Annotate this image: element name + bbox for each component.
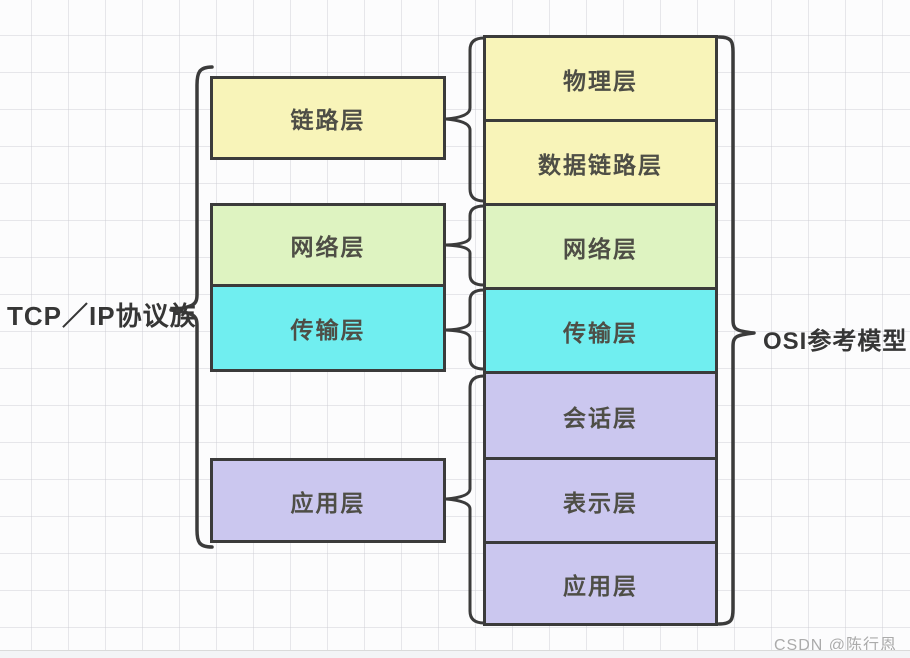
footer-strip [0,650,910,658]
osi-box-network-layer: 网络层 [486,203,715,287]
tcpip-box-link-layer: 链路层 [210,76,446,160]
osi-box-session-layer: 会话层 [486,371,715,457]
osi-box-application-layer: 应用层 [486,541,715,623]
osi-stack-title: OSI参考模型 [763,328,908,355]
tcpip-box-label: 链路层 [290,107,366,133]
right-curly-brace [717,35,756,626]
osi-box-label: 传输层 [563,319,638,346]
osi-box-label: 物理层 [563,67,638,94]
osi-box-datalink-layer: 数据链路层 [486,119,715,203]
tcpip-box-label: 传输层 [290,317,366,343]
brace-link-layer [444,36,486,203]
osi-box-transport-layer: 传输层 [486,287,715,371]
osi-stack: 物理层 数据链路层 网络层 传输层 会话层 表示层 应用层 [483,35,718,626]
osi-box-label: 会话层 [563,404,638,431]
osi-box-physical-layer: 物理层 [486,38,715,119]
csdn-watermark: CSDN @陈行恩 [773,637,897,654]
osi-box-label: 应用层 [563,572,638,599]
osi-box-presentation-layer: 表示层 [486,457,715,541]
tcpip-box-transport-layer: 传输层 [210,284,446,372]
tcpip-stack-title: TCP／IP协议族 [7,301,197,331]
brace-network-layer [444,204,486,287]
osi-box-label: 数据链路层 [538,151,663,178]
tcpip-box-label: 网络层 [290,234,366,260]
tcpip-box-application-layer: 应用层 [210,458,446,543]
brace-application-layer [444,374,486,625]
osi-box-label: 网络层 [563,235,638,262]
osi-box-label: 表示层 [563,489,638,516]
tcpip-box-label: 应用层 [290,489,366,516]
brace-transport-layer [444,288,486,371]
tcpip-box-network-layer: 网络层 [210,203,446,287]
